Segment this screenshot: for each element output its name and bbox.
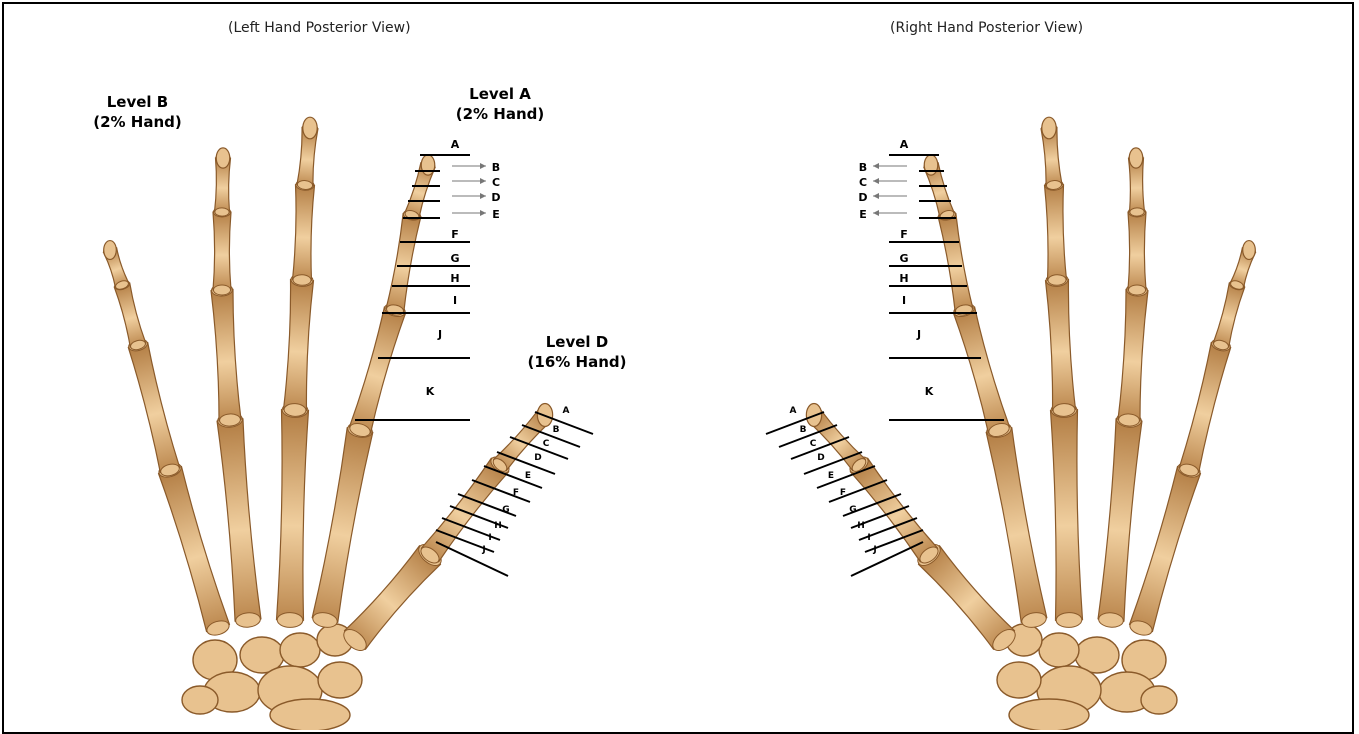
right-little-finger-bone-1 xyxy=(1128,460,1203,638)
left-thumb-line-end xyxy=(436,542,508,576)
right-ring-finger-bone-2 xyxy=(1118,283,1149,426)
left-thumb-label-C: C xyxy=(543,439,550,449)
left-finger-label-H: H xyxy=(450,272,459,285)
right-carpal-8 xyxy=(1141,686,1177,714)
right-finger-label-I: I xyxy=(902,294,906,307)
left-thumb-label-F: F xyxy=(513,488,519,498)
left-carpal-9 xyxy=(270,699,350,730)
right-ring-finger-bone-3 xyxy=(1128,207,1146,295)
right-little-finger-bone-3 xyxy=(1212,279,1246,352)
right-thumb-line-end xyxy=(851,542,923,576)
left-middle-finger-bone-3 xyxy=(292,179,314,285)
right-finger-label-H: H xyxy=(899,272,908,285)
left-ring-finger-bone-1 xyxy=(216,412,261,629)
right-finger-label-A: A xyxy=(900,138,909,151)
right-thumb-label-A: A xyxy=(790,406,797,416)
right-arrowhead-D xyxy=(873,193,879,199)
left-finger-label-E: E xyxy=(492,208,500,221)
left-ring-finger-bone-2 xyxy=(211,283,242,426)
right-ring-finger-bone-1 xyxy=(1097,412,1142,629)
left-little-finger-bone-2 xyxy=(127,337,181,478)
left-little-finger-bone-3 xyxy=(113,279,147,352)
right-middle-finger-bone-3 xyxy=(1044,179,1066,285)
right-thumb-label-J: J xyxy=(872,545,876,555)
left-index-finger-tip xyxy=(421,155,435,175)
left-little-finger-tip xyxy=(104,241,117,260)
left-finger-label-C: C xyxy=(492,176,500,189)
right-finger-label-F: F xyxy=(900,228,908,241)
left-ring-finger-tip xyxy=(216,148,230,168)
left-thumb-label-J: J xyxy=(481,545,485,555)
left-finger-label-I: I xyxy=(453,294,457,307)
left-index-finger-bone-3 xyxy=(385,209,421,317)
left-middle-finger-bone-2 xyxy=(283,273,314,417)
right-index-finger-bone-1 xyxy=(985,421,1048,630)
left-finger-label-A: A xyxy=(451,138,460,151)
left-carpal-3 xyxy=(280,633,320,667)
right-thumb-label-B: B xyxy=(800,425,807,435)
right-thumb-label-H: H xyxy=(857,521,865,531)
right-arrowhead-C xyxy=(873,178,879,184)
right-little-finger-tip xyxy=(1243,241,1256,260)
left-arrowhead-B xyxy=(480,163,486,169)
right-finger-label-C: C xyxy=(859,176,867,189)
right-ring-finger-tip xyxy=(1129,148,1143,168)
right-thumb-label-G: G xyxy=(849,505,856,515)
right-finger-label-K: K xyxy=(925,385,934,398)
right-thumb-label-C: C xyxy=(810,439,817,449)
left-carpal-7 xyxy=(318,662,362,698)
left-arrowhead-E xyxy=(480,210,486,216)
left-thumb-label-E: E xyxy=(525,471,531,481)
left-thumb-label-A: A xyxy=(563,406,570,416)
left-thumb-label-B: B xyxy=(553,425,560,435)
right-index-finger-bone-2 xyxy=(952,301,1012,439)
left-ring-finger-bone-3 xyxy=(213,207,231,295)
left-arrowhead-D xyxy=(480,193,486,199)
left-finger-label-D: D xyxy=(491,191,500,204)
left-thumb-label-I: I xyxy=(488,533,491,543)
left-finger-label-F: F xyxy=(451,228,459,241)
right-hand-skeleton xyxy=(805,117,1257,730)
right-carpal-3 xyxy=(1039,633,1079,667)
right-finger-label-B: B xyxy=(859,161,867,174)
left-finger-label-G: G xyxy=(450,252,459,265)
right-middle-finger-bone-1 xyxy=(1050,402,1082,627)
left-index-finger-bone-2 xyxy=(348,301,408,439)
left-middle-finger-bone-1 xyxy=(276,402,308,627)
left-hand-skeleton xyxy=(102,117,554,730)
right-finger-label-E: E xyxy=(859,208,867,221)
left-thumb-label-H: H xyxy=(494,521,502,531)
left-arrowhead-C xyxy=(480,178,486,184)
left-finger-label-K: K xyxy=(426,385,435,398)
left-thumb-label-D: D xyxy=(534,453,541,463)
right-finger-label-D: D xyxy=(858,191,867,204)
right-finger-label-G: G xyxy=(899,252,908,265)
left-index-finger-bone-1 xyxy=(311,421,374,630)
right-carpal-9 xyxy=(1009,699,1089,730)
right-thumb-label-I: I xyxy=(867,533,870,543)
left-finger-label-B: B xyxy=(492,161,500,174)
right-index-finger-bone-3 xyxy=(937,209,973,317)
right-thumb-label-F: F xyxy=(840,488,846,498)
left-carpal-8 xyxy=(182,686,218,714)
right-thumb-label-E: E xyxy=(828,471,834,481)
right-arrowhead-E xyxy=(873,210,879,216)
right-index-finger-tip xyxy=(924,155,938,175)
right-thumb-label-D: D xyxy=(817,453,824,463)
right-arrowhead-B xyxy=(873,163,879,169)
right-middle-finger-tip xyxy=(1042,117,1056,139)
left-finger-label-J: J xyxy=(437,328,442,341)
right-little-finger-bone-2 xyxy=(1178,337,1232,478)
left-thumb-label-G: G xyxy=(502,505,509,515)
right-finger-label-J: J xyxy=(916,328,921,341)
left-little-finger-bone-1 xyxy=(157,460,232,638)
right-carpal-7 xyxy=(997,662,1041,698)
right-middle-finger-bone-2 xyxy=(1045,273,1076,417)
left-middle-finger-tip xyxy=(303,117,317,139)
